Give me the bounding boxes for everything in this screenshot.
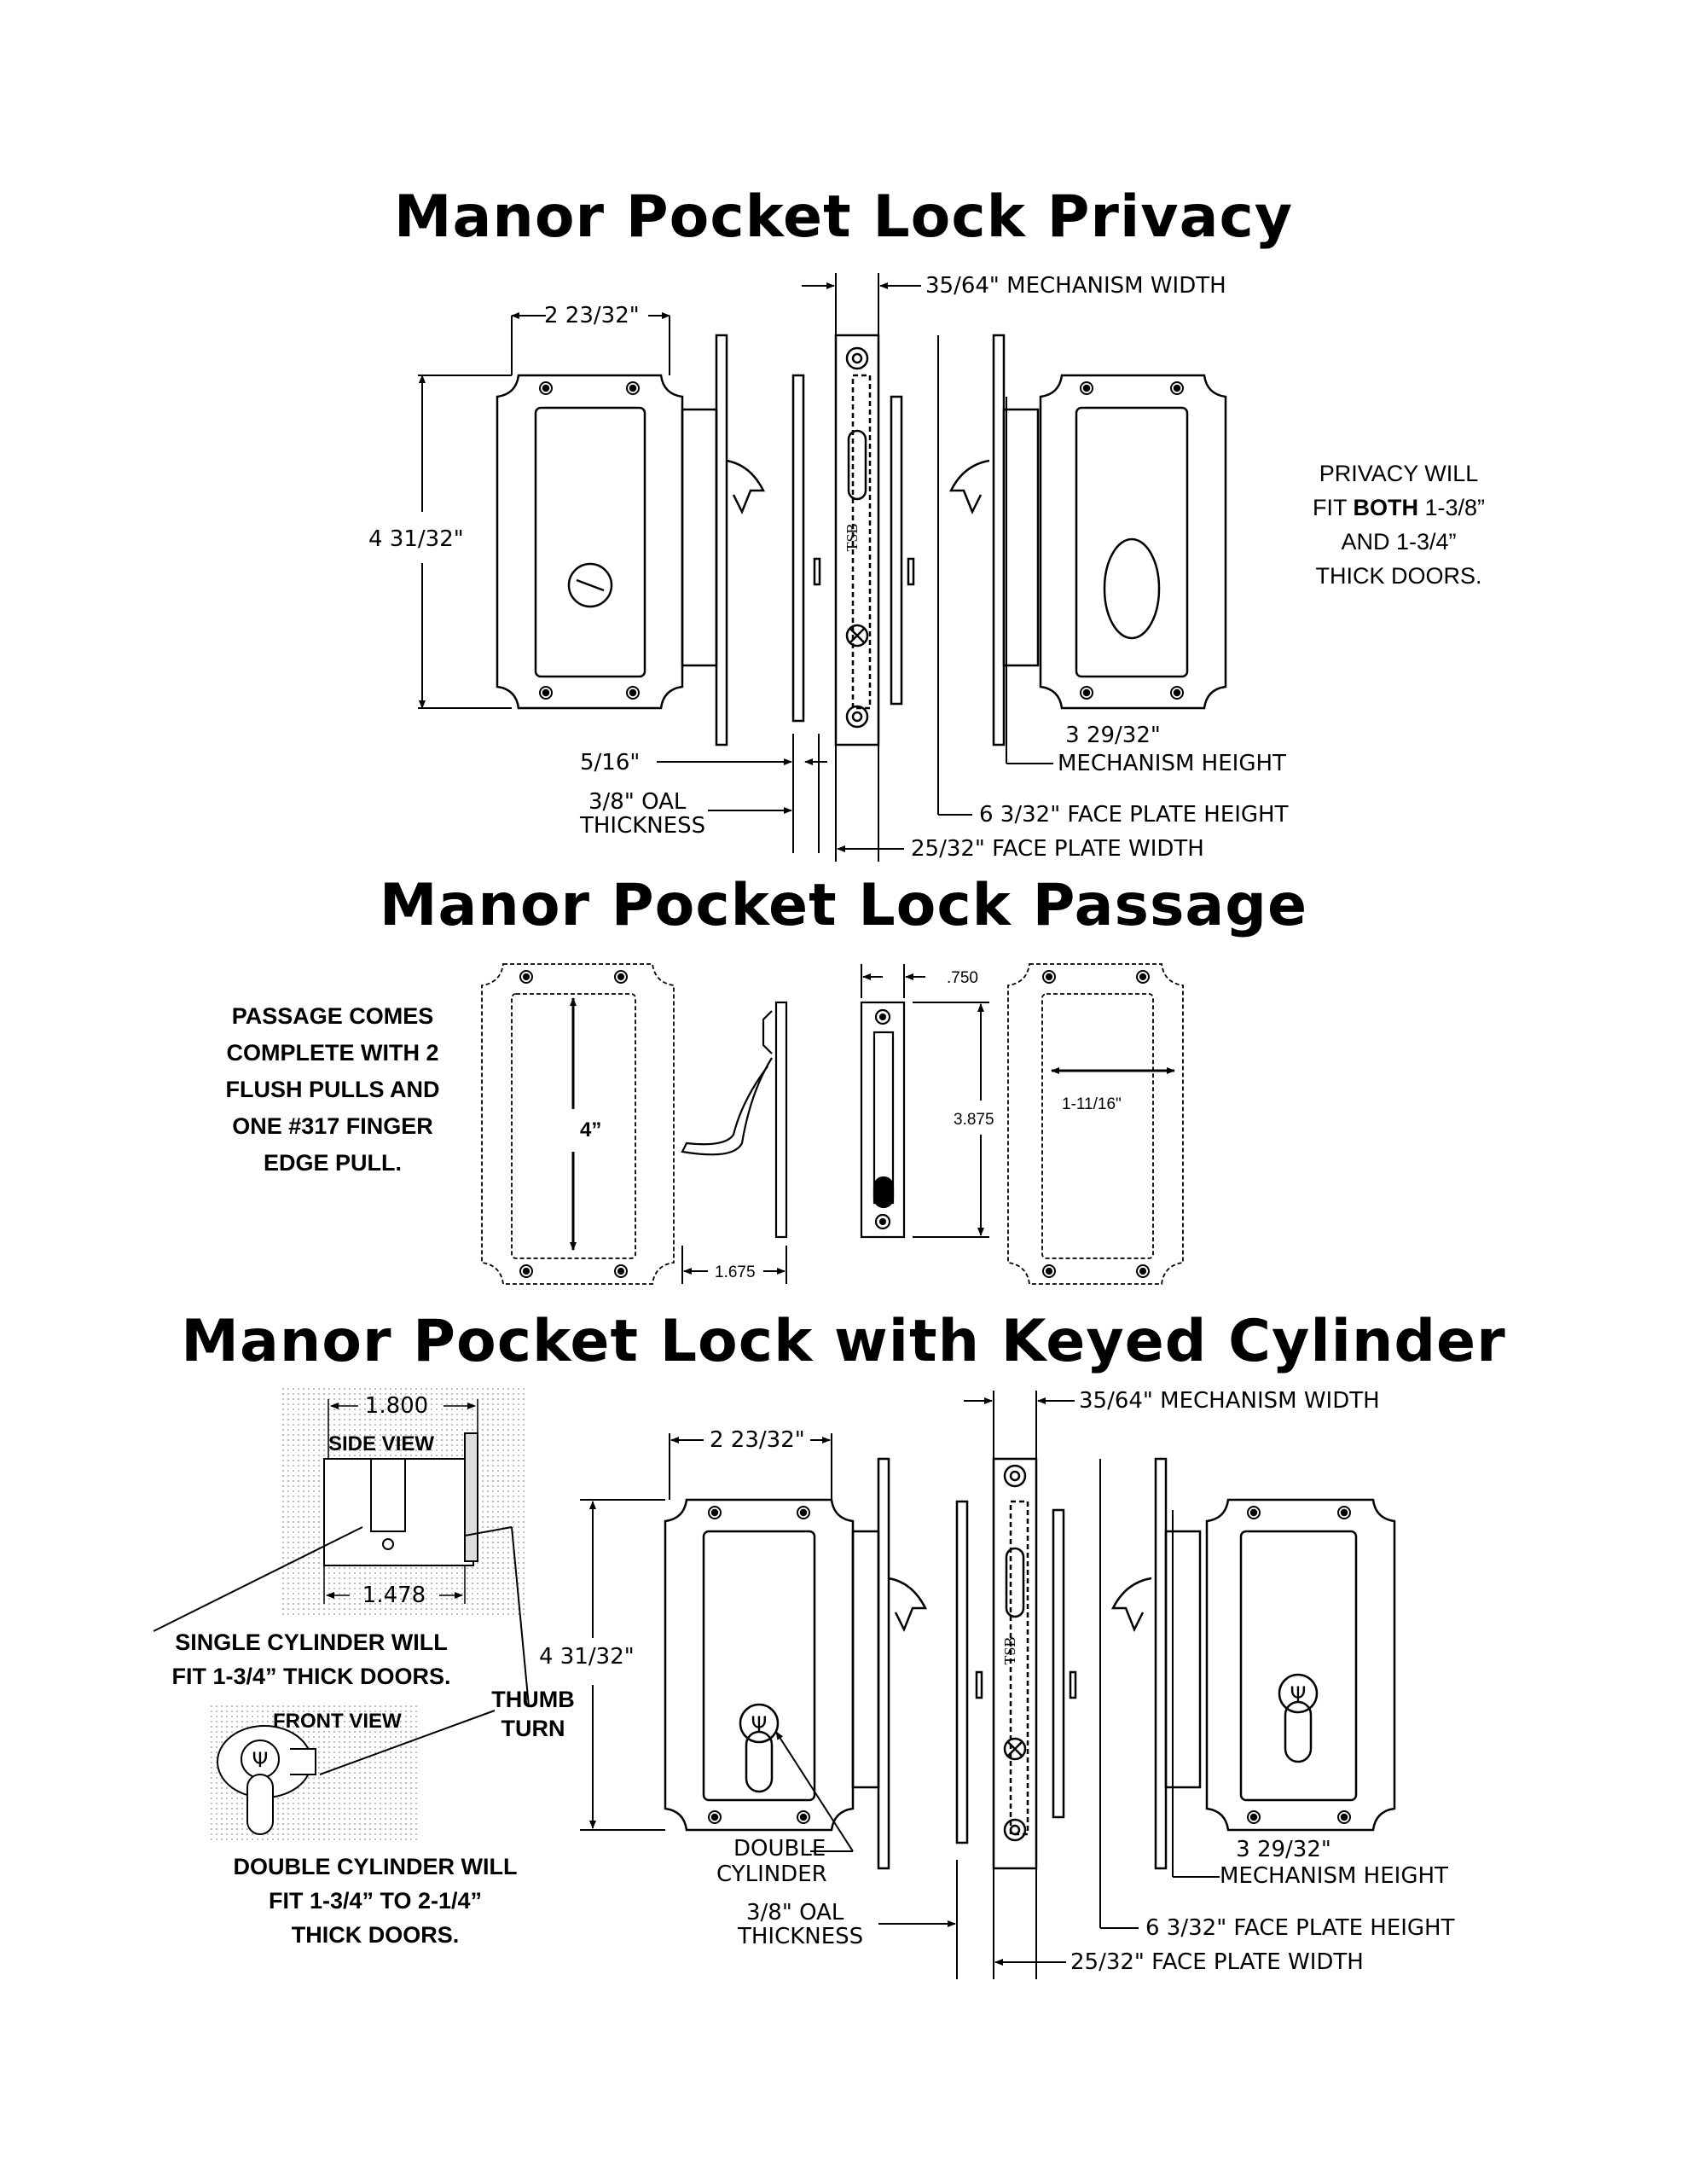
keyed-dimension-labels: 2 23/32" 4 31/32" 35/64" MECHANISM WIDTH… (539, 1388, 1455, 1975)
passage-dimensions (570, 964, 1175, 1284)
svg-text:Ψ: Ψ (751, 1712, 768, 1736)
double-cylinder-note: DOUBLE CYLINDER WILL FIT 1-3/4” TO 2-1/4… (233, 1854, 518, 1948)
keyed-left-plate (664, 1498, 855, 1832)
keyed-oal: 3/8" OAL (746, 1900, 844, 1926)
cylinder-top-dim: 1.800 (365, 1393, 428, 1419)
privacy-dimension-labels: 2 23/32" 4 31/32" 35/64" MECHANISM WIDTH… (368, 273, 1289, 862)
keyed-dimensions (580, 1391, 1220, 1979)
privacy-mech-width: 35/64" MECHANISM WIDTH (925, 273, 1226, 299)
passage-title: Manor Pocket Lock Passage (379, 872, 1308, 939)
keyed-title: Manor Pocket Lock with Keyed Cylinder (181, 1308, 1506, 1375)
privacy-dimensions (418, 273, 1053, 862)
edge-pull-width: 1.675 (715, 1263, 756, 1281)
passage-pull-width: 1-11/16" (1062, 1095, 1122, 1113)
privacy-left-plate (496, 374, 684, 710)
privacy-plate-width: 2 23/32" (544, 303, 640, 328)
privacy-drawing: TSB (496, 334, 1227, 746)
keyed-face-height: 6 3/32" FACE PLATE HEIGHT (1145, 1915, 1455, 1941)
keyed-leaders (153, 1526, 530, 1775)
keyed-mech-height-value: 3 29/32" (1236, 1837, 1331, 1862)
keyed-drawing: Ψ TSB Ψ (664, 1457, 1396, 1870)
keyed-mech-width: 35/64" MECHANISM WIDTH (1079, 1388, 1380, 1414)
keyed-plate-height: 4 31/32" (539, 1644, 635, 1670)
cylinder-side-view: 1.800 1.478 SIDE VIEW (281, 1386, 525, 1617)
privacy-five-sixteenths: 5/16" (580, 750, 640, 775)
svg-text:Ψ: Ψ (1290, 1682, 1307, 1706)
svg-text:Ψ: Ψ (252, 1748, 269, 1772)
keyed-right-plate (1205, 1498, 1396, 1832)
cylinder-front-view: Ψ FRONT VIEW (209, 1702, 418, 1843)
keyed-oal-thickness: THICKNESS (737, 1924, 863, 1949)
passage-pull-height: 4” (580, 1118, 601, 1141)
passage-solid (519, 969, 1151, 1279)
privacy-oal: 3/8" OAL (588, 789, 687, 815)
passage-drawing (481, 963, 1184, 1285)
double-cylinder-label-2: CYLINDER (716, 1862, 827, 1887)
privacy-mech-height-label: MECHANISM HEIGHT (1058, 751, 1286, 776)
edge-pull-profile (774, 1001, 788, 1239)
side-view-label: SIDE VIEW (328, 1432, 434, 1455)
privacy-title: Manor Pocket Lock Privacy (393, 183, 1294, 251)
privacy-face-height: 6 3/32" FACE PLATE HEIGHT (979, 802, 1289, 828)
passage-face-height: 3.875 (954, 1111, 994, 1129)
passage-left-plate (481, 963, 675, 1285)
passage-face-width: .750 (947, 969, 978, 987)
privacy-note: PRIVACY WILL FIT BOTH 1-3/8” AND 1-3/4” … (1312, 461, 1486, 589)
privacy-right-plate (1039, 374, 1227, 710)
passage-face-plate (860, 1001, 906, 1239)
keyed-mech-height-label: MECHANISM HEIGHT (1220, 1863, 1448, 1889)
svg-text:TSB: TSB (1001, 1636, 1018, 1664)
keyed-face-width: 25/32" FACE PLATE WIDTH (1070, 1949, 1364, 1975)
passage-note: PASSAGE COMES COMPLETE WITH 2 FLUSH PULL… (225, 1003, 440, 1176)
svg-text:TSB: TSB (844, 523, 861, 551)
passage-right-plate (1007, 963, 1184, 1285)
passage-dimension-labels: 4” 1.675 .750 3.875 1-11/16" (580, 969, 1122, 1281)
privacy-plate-height: 4 31/32" (368, 526, 464, 552)
single-cylinder-note: SINGLE CYLINDER WILL FIT 1-3/4” THICK DO… (171, 1629, 451, 1689)
cylinder-bottom-dim: 1.478 (362, 1583, 426, 1608)
privacy-mech-height-value: 3 29/32" (1065, 723, 1161, 748)
thumb-turn-label: THUMB TURN (491, 1687, 575, 1741)
keyed-plate-width: 2 23/32" (710, 1427, 805, 1453)
front-view-label: FRONT VIEW (273, 1710, 402, 1733)
double-cylinder-label-1: DOUBLE (733, 1836, 826, 1862)
privacy-oal-thickness: THICKNESS (579, 813, 705, 839)
privacy-face-width: 25/32" FACE PLATE WIDTH (911, 836, 1204, 862)
